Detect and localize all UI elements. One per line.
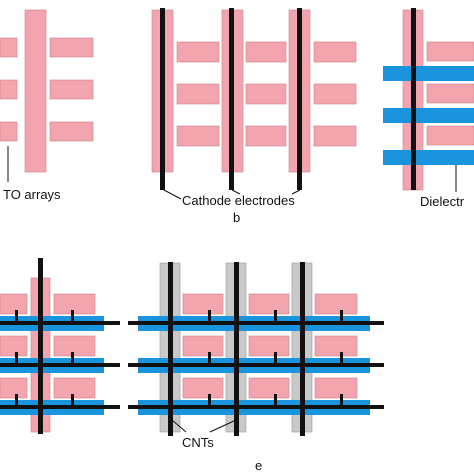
ito-strip — [313, 125, 357, 147]
gate-tab — [340, 352, 343, 364]
gate-tab — [71, 352, 74, 364]
gate-tab — [340, 310, 343, 322]
gate-tab — [208, 394, 211, 406]
gate-tab — [274, 352, 277, 364]
ito-strip — [53, 335, 96, 357]
cathode-electrodes-label: Cathode electrodes — [182, 193, 295, 208]
panel-d — [0, 258, 120, 434]
gate-tab — [15, 352, 18, 364]
gate-electrode — [128, 363, 384, 367]
dielectric-band — [383, 108, 474, 123]
ito-strip — [182, 377, 224, 399]
dielectric-band — [383, 150, 474, 165]
ito-strip — [426, 41, 474, 62]
ito-strip — [53, 377, 96, 399]
ito-strip — [314, 335, 358, 357]
cathode-electrode — [411, 8, 416, 190]
ito-strip — [49, 121, 94, 142]
gate-electrode — [0, 363, 120, 367]
ito-strip — [0, 293, 28, 315]
panel-b: Cathode electrodes b — [151, 8, 357, 225]
ito-strip — [426, 125, 474, 146]
gate-electrode — [0, 321, 120, 325]
gate-tab — [15, 310, 18, 322]
cathode-electrode — [168, 262, 173, 436]
ito-strip — [176, 41, 220, 63]
cathode-leader — [291, 189, 301, 195]
cathode-electrode — [300, 262, 305, 436]
gate-electrode — [128, 405, 384, 409]
cathode-electrode — [229, 8, 234, 190]
ito-strip — [49, 37, 94, 58]
cnt-leader — [171, 419, 187, 433]
ito-strip — [313, 83, 357, 105]
panel-b-label: b — [233, 210, 240, 225]
dielectric-label: Dielectr — [420, 194, 465, 209]
cathode-electrode — [297, 8, 302, 190]
ito-strip — [314, 377, 358, 399]
ito-strip — [176, 125, 220, 147]
ito-strip — [248, 293, 290, 315]
panel-a: TO arrays — [0, 9, 94, 202]
ito-strip — [0, 377, 28, 399]
cathode-leader — [231, 189, 241, 195]
ito-strip — [49, 79, 94, 100]
ito-strip — [53, 293, 96, 315]
cathode-electrode — [234, 262, 239, 436]
ito-strip — [245, 41, 287, 63]
ito-arrays-label: TO arrays — [3, 187, 61, 202]
ito-strip — [314, 293, 358, 315]
gate-tab — [208, 352, 211, 364]
cnt-leader — [209, 419, 237, 433]
ito-column — [24, 9, 47, 173]
ito-strip — [245, 125, 287, 147]
cathode-electrode — [38, 258, 43, 434]
ito-strip — [245, 83, 287, 105]
gate-electrode — [128, 321, 384, 325]
cathode-electrode — [160, 8, 165, 190]
panel-e: CNTs e — [128, 262, 384, 473]
dielectric-band — [383, 66, 474, 81]
ito-strip — [0, 37, 18, 58]
ito-strip — [313, 41, 357, 63]
gate-tab — [208, 310, 211, 322]
ito-strip — [248, 335, 290, 357]
cathode-leader — [163, 189, 182, 200]
gate-electrode — [0, 405, 120, 409]
gate-tab — [274, 394, 277, 406]
ito-strip — [0, 121, 18, 142]
panel-c: Dielectr — [383, 8, 474, 209]
gate-tab — [71, 310, 74, 322]
gate-tab — [15, 394, 18, 406]
panel-e-label: e — [255, 458, 262, 473]
ito-strip — [426, 83, 474, 104]
gate-tab — [340, 394, 343, 406]
ito-strip — [0, 335, 28, 357]
gate-tab — [71, 394, 74, 406]
ito-strip — [176, 83, 220, 105]
ito-strip — [182, 335, 224, 357]
ito-strip — [182, 293, 224, 315]
cnts-label: CNTs — [182, 435, 214, 450]
ito-strip — [248, 377, 290, 399]
ito-strip — [0, 79, 18, 100]
gate-tab — [274, 310, 277, 322]
